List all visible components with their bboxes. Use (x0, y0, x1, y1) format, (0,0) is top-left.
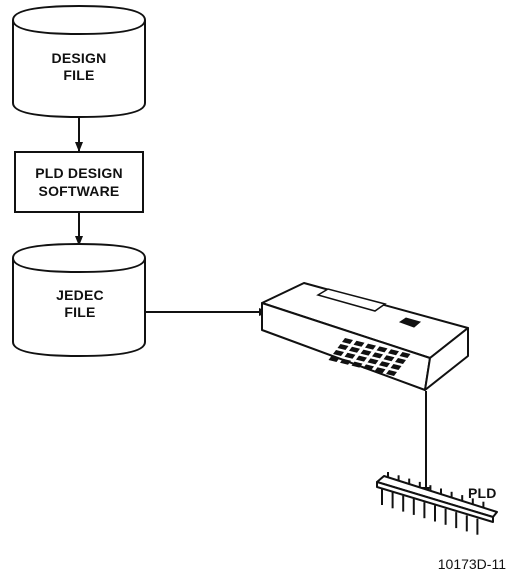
design-file-label-line2: FILE (63, 67, 94, 83)
jedec-file-label-line2: FILE (64, 304, 95, 320)
design-file-label-line1: DESIGN (52, 50, 107, 66)
pld-chip: PLD (377, 472, 497, 535)
pld-software-box: PLD DESIGN SOFTWARE (15, 152, 143, 212)
figure-id: 10173D-11 (438, 556, 506, 572)
pld-label: PLD (468, 485, 497, 501)
pld-software-label-line1: PLD DESIGN (35, 165, 123, 181)
jedec-file-cylinder: JEDEC FILE (13, 244, 145, 356)
pld-software-label-line2: SOFTWARE (39, 183, 120, 199)
jedec-file-label-line1: JEDEC (56, 287, 104, 303)
design-file-cylinder: DESIGN FILE (13, 6, 145, 117)
device-programmer (262, 283, 468, 390)
